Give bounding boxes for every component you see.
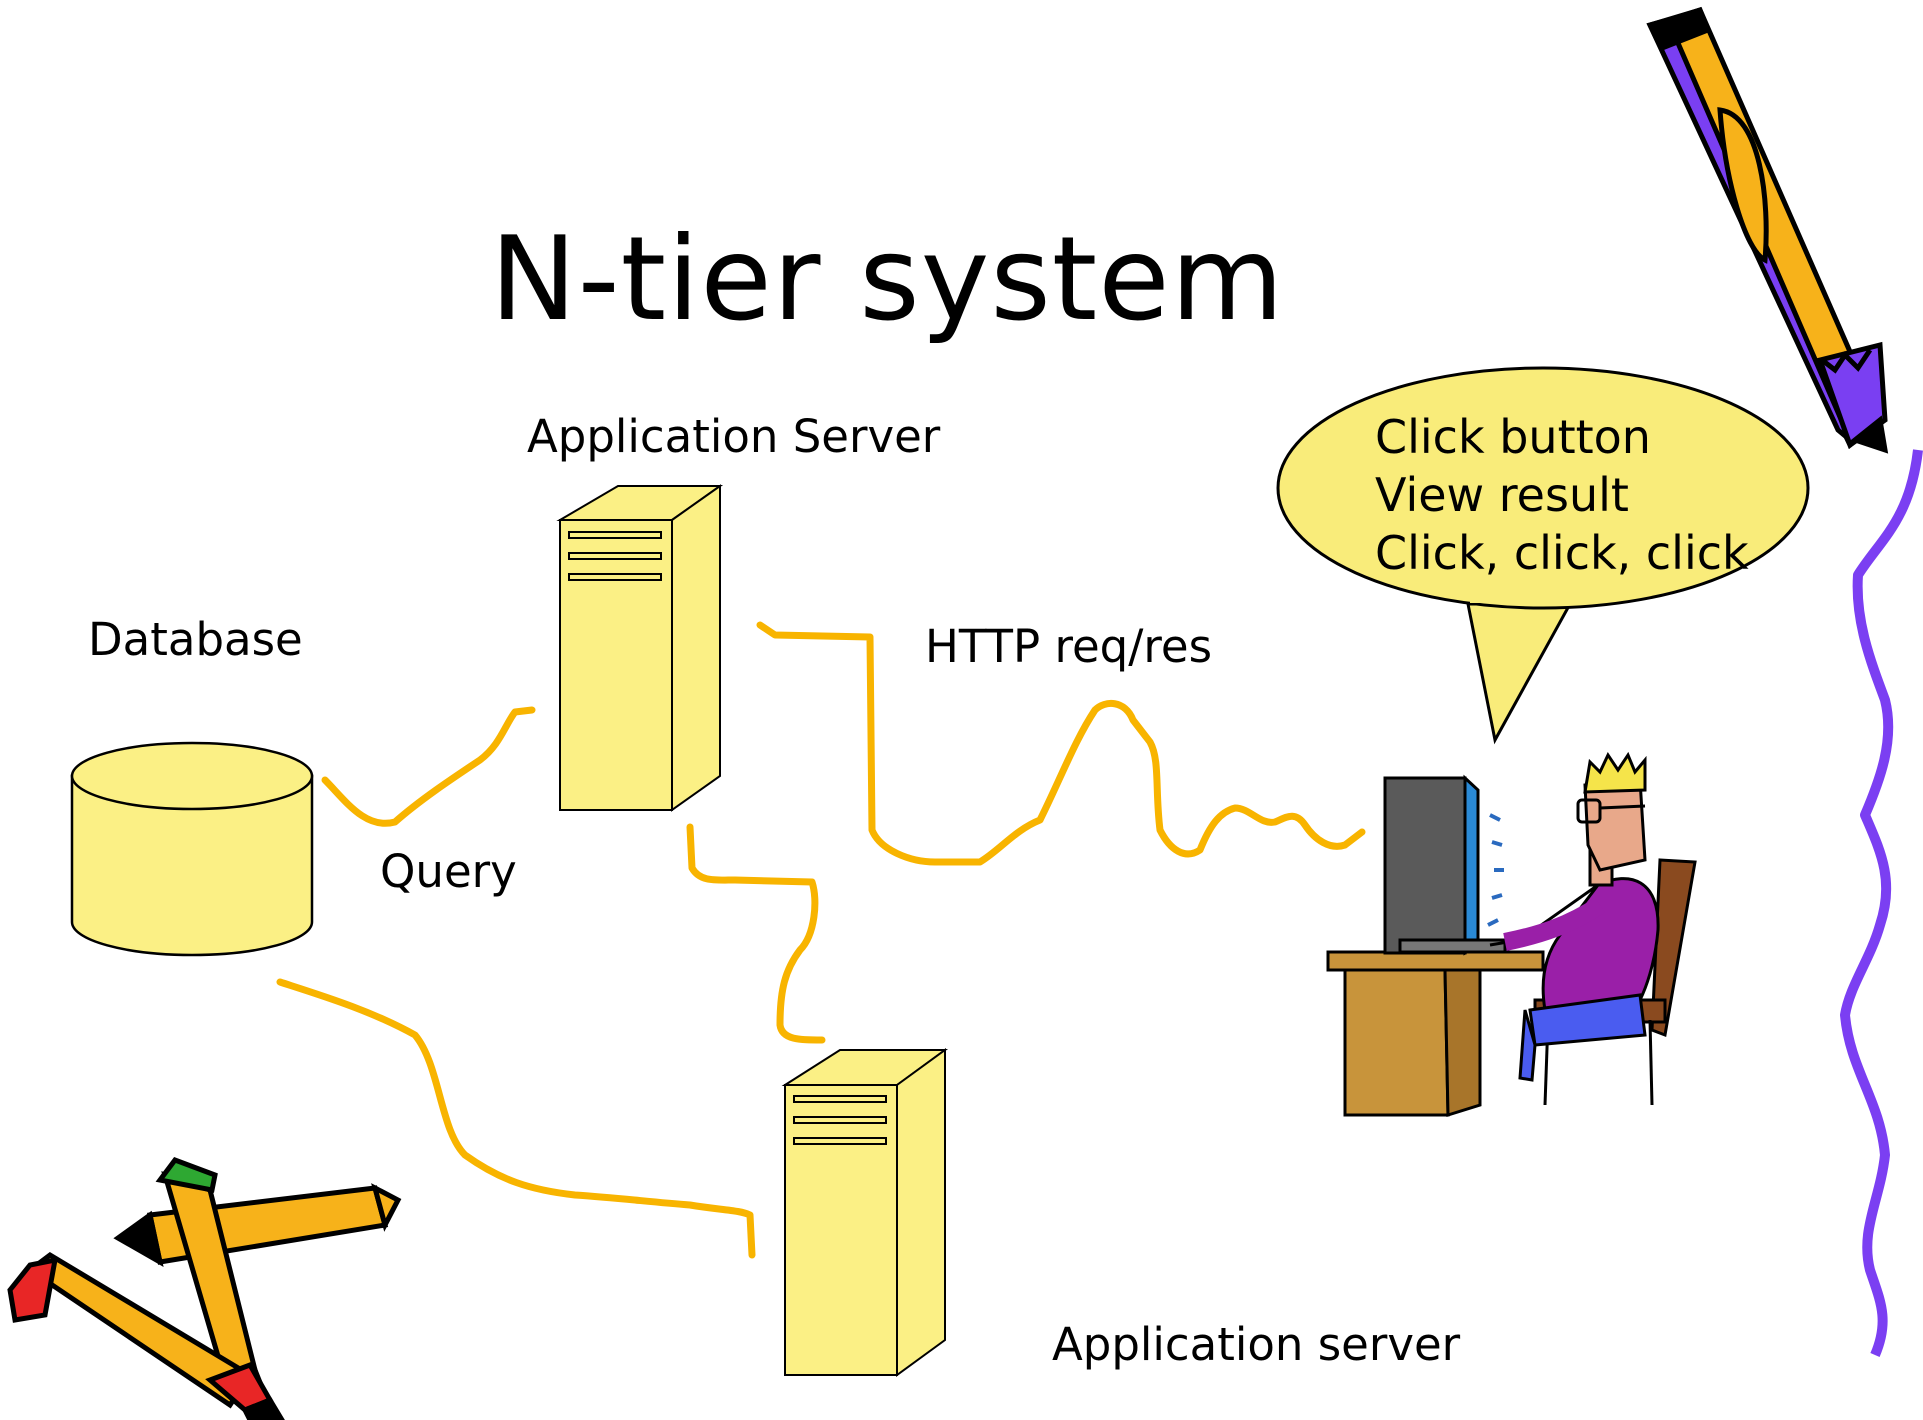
speech-bubble-line: Click, click, click xyxy=(1375,526,1749,580)
connector-db-to-app-server xyxy=(321,706,536,827)
speech-bubble-line: Click button xyxy=(1375,410,1651,464)
connector-db-to-app-server-2 xyxy=(276,978,756,1259)
server-tower-icon xyxy=(781,1048,949,1377)
label-application-server-bottom: Application server xyxy=(1052,1318,1461,1371)
user-at-computer-icon xyxy=(1326,751,1697,1118)
speech-bubble-line: View result xyxy=(1375,468,1629,522)
speech-bubble xyxy=(1276,366,1810,745)
crayons-icon xyxy=(7,1157,402,1420)
label-database: Database xyxy=(88,613,303,666)
label-application-server-top: Application Server xyxy=(527,410,941,463)
label-query: Query xyxy=(380,845,517,898)
label-http: HTTP req/res xyxy=(925,620,1213,673)
pencil-icon xyxy=(1646,6,1889,454)
connector-app-server-to-client xyxy=(756,621,1366,866)
page-title: N-tier system xyxy=(490,212,1285,347)
border-squiggle-icon xyxy=(1840,449,1923,1357)
database-cylinder-icon xyxy=(70,741,314,957)
connector-app-server-to-app-server xyxy=(686,823,826,1044)
server-tower-icon xyxy=(556,484,724,812)
